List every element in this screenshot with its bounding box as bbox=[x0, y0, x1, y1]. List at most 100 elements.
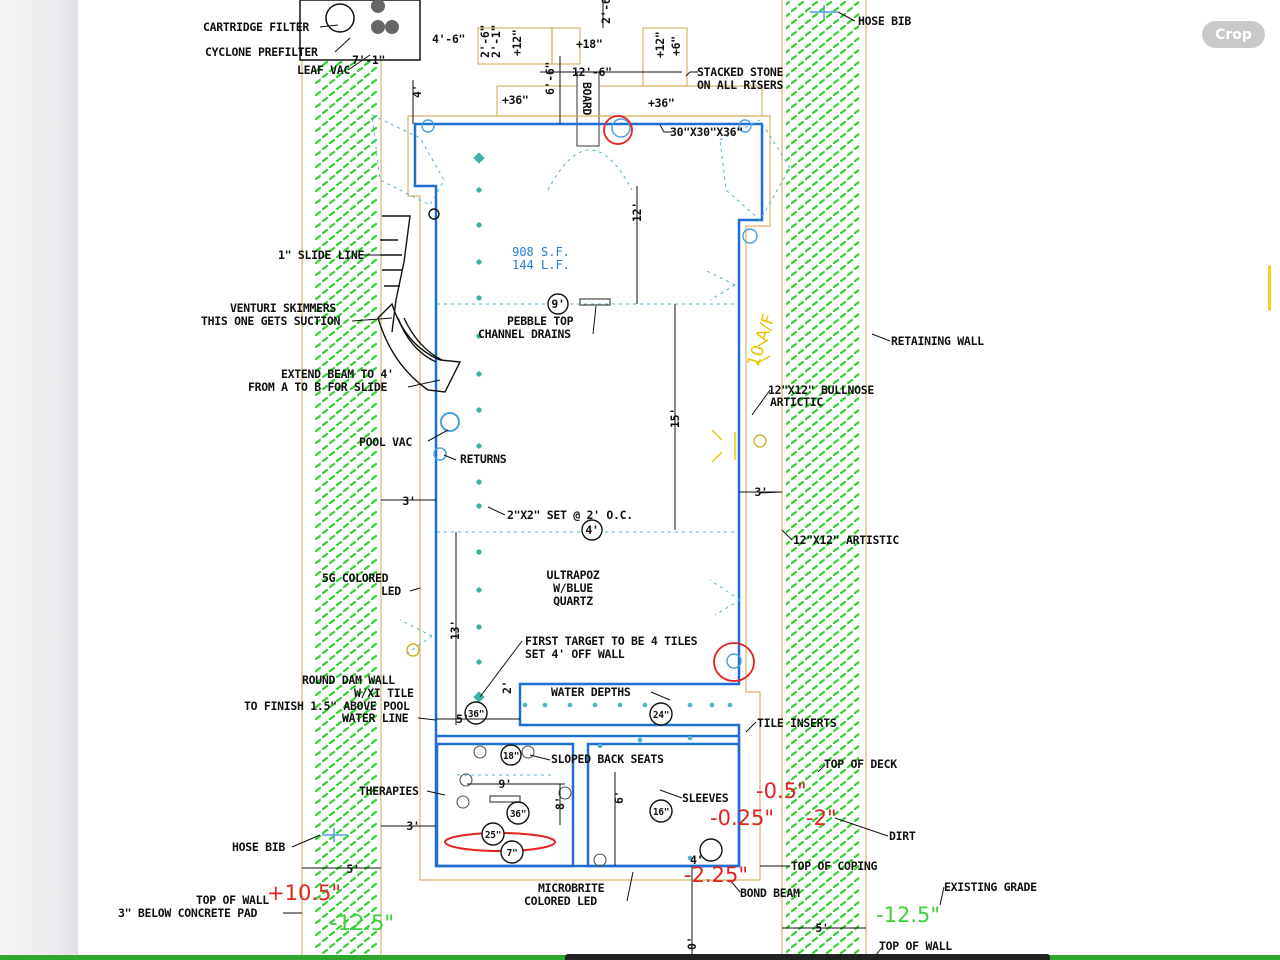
left-light-beam bbox=[371, 114, 445, 206]
dim-0: 0' bbox=[685, 937, 699, 950]
cyclone-symbol-3 bbox=[385, 20, 399, 34]
label-leaf-vac: LEAF VAC bbox=[297, 63, 350, 77]
label-cyclone-prefilter: CYCLONE PREFILTER bbox=[205, 45, 318, 59]
return-fitting bbox=[428, 208, 440, 220]
tile-markers bbox=[473, 152, 485, 703]
bottom-toolbar-edge bbox=[565, 954, 1050, 960]
sun-shelf-wall bbox=[586, 742, 741, 868]
label-venturi-2: THIS ONE GETS SUCTION bbox=[201, 314, 340, 328]
led-light-right bbox=[753, 434, 767, 448]
cartridge-filter-symbol bbox=[325, 3, 355, 33]
yellow-markup-strokes bbox=[711, 339, 771, 463]
scroll-handle[interactable] bbox=[1268, 265, 1271, 311]
label-returns: RETURNS bbox=[460, 452, 507, 466]
label-artistic: 12"X12" ARTISTIC bbox=[793, 533, 899, 547]
label-extend-1: EXTEND BEAM TO 4' bbox=[281, 367, 394, 381]
dim-7-1: 7'-1" bbox=[352, 53, 385, 67]
label-top-of-wall-right: TOP OF WALL bbox=[879, 939, 952, 953]
red-circle-markup-top bbox=[603, 115, 633, 145]
label-stacked-stone-2: ON ALL RISERS bbox=[697, 78, 783, 92]
dim-plus36-b: +36" bbox=[648, 96, 675, 110]
label-depth-18: 18" bbox=[503, 751, 519, 762]
led-light-left bbox=[406, 643, 420, 657]
label-cartridge-filter: CARTRIDGE FILTER bbox=[203, 20, 309, 34]
dim-6: 6' bbox=[612, 791, 626, 804]
label-existing-grade: EXISTING GRADE bbox=[944, 880, 1037, 894]
equipment-pad bbox=[299, 0, 421, 61]
label-top-of-deck: TOP OF DECK bbox=[824, 757, 897, 771]
drain-fitting-shelf bbox=[726, 653, 742, 669]
return-jet bbox=[433, 447, 447, 461]
label-stacked-stone-1: STACKED STONE bbox=[697, 65, 783, 79]
elev-red-neg05: -0.5" bbox=[756, 779, 807, 803]
light-rays-right bbox=[704, 269, 741, 616]
cyclone-symbol-2 bbox=[371, 20, 385, 34]
label-finish-1: ULTRAPOZ bbox=[547, 568, 600, 582]
dim-3-left: 3' bbox=[402, 494, 415, 508]
dim-4-6: 4'-6" bbox=[432, 32, 465, 46]
label-target-1: FIRST TARGET TO BE 4 TILES bbox=[525, 634, 698, 648]
dim-12-6: 12'-6" bbox=[572, 65, 612, 79]
label-pebble-2: CHANNEL DRAINS bbox=[478, 327, 571, 341]
label-tile-inserts: TILE INSERTS bbox=[757, 716, 837, 730]
label-bond-beam: BOND BEAM bbox=[740, 886, 800, 900]
elev-red-plus105: +10.5" bbox=[267, 881, 341, 905]
label-set-2x2: 2"X2" SET @ 2' O.C. bbox=[507, 508, 633, 522]
label-depth-36-b: 36" bbox=[510, 809, 526, 820]
cyclone-symbol-1 bbox=[371, 0, 385, 13]
dim-plus12-a: +12" bbox=[510, 30, 524, 57]
label-dam-3: TO FINISH 1.5" ABOVE POOL bbox=[244, 699, 410, 713]
label-dam-2: W/XI TILE bbox=[354, 686, 414, 700]
label-hose-bib-top: HOSE BIB bbox=[858, 14, 911, 28]
label-length-lf: 144 L.F. bbox=[512, 258, 570, 272]
spa-therapy-jets bbox=[456, 745, 607, 867]
crop-button[interactable]: Crop bbox=[1202, 21, 1265, 48]
dim-8: 8' bbox=[553, 797, 567, 810]
label-target-2: SET 4' OFF WALL bbox=[525, 647, 625, 661]
dim-13: 13' bbox=[448, 620, 462, 640]
dim-30x30x36: 30"X30"X36" bbox=[670, 125, 743, 139]
dim-2-6-top: 2'-6" bbox=[599, 0, 613, 24]
paper-sheet bbox=[80, 0, 1280, 960]
dim-9: 9' bbox=[498, 777, 511, 791]
label-hose-bib-bottom: HOSE BIB bbox=[232, 840, 285, 854]
raised-wall-step-2 bbox=[551, 27, 581, 65]
dim-plus12-b: +12" bbox=[653, 32, 667, 59]
elev-red-neg2: -2" bbox=[806, 806, 837, 830]
dim-4: 4' bbox=[410, 85, 424, 98]
dim-2-1: 2'-1" bbox=[489, 25, 503, 58]
leader-lines bbox=[283, 11, 945, 956]
dim-5: 5' bbox=[456, 712, 469, 726]
dim-4-spa: 4' bbox=[690, 853, 703, 867]
light-rays-left bbox=[399, 619, 433, 656]
label-depth-36-a: 36" bbox=[468, 709, 484, 720]
label-extend-2: FROM A TO B FOR SLIDE bbox=[248, 380, 387, 394]
label-venturi-1: VENTURI SKIMMERS bbox=[230, 301, 336, 315]
spa-jet-bar bbox=[489, 795, 521, 803]
dim-15: 15' bbox=[668, 408, 682, 428]
label-depth-25: 25" bbox=[485, 830, 501, 841]
dim-5-left: 5' bbox=[346, 862, 359, 876]
slide-symbol bbox=[377, 215, 462, 393]
label-top-of-coping: TOP OF COPING bbox=[791, 859, 877, 873]
label-board: BOARD bbox=[580, 82, 594, 115]
spa-wall bbox=[435, 742, 575, 868]
pool-vac-fitting bbox=[440, 412, 460, 432]
label-sleeves: SLEEVES bbox=[682, 791, 729, 805]
label-dirt: DIRT bbox=[889, 829, 916, 843]
coping-outline bbox=[407, 115, 771, 881]
dimension-lines bbox=[302, 0, 866, 960]
dim-3-right: 3' bbox=[754, 485, 767, 499]
elev-red-neg025: -0.25" bbox=[710, 806, 774, 830]
label-finish-3: QUARTZ bbox=[553, 594, 593, 608]
label-depth-16: 16" bbox=[653, 807, 669, 818]
label-finish-2: W/BLUE bbox=[553, 581, 593, 595]
pool-wall-outline bbox=[413, 122, 764, 868]
hose-bib-bottom-icon bbox=[322, 828, 348, 842]
label-slide-line: 1" SLIDE LINE bbox=[278, 248, 364, 262]
label-depth-9: 9' bbox=[551, 297, 564, 311]
label-therapies: THERAPIES bbox=[359, 784, 419, 798]
label-depth-7: 7" bbox=[507, 848, 518, 859]
pool-light-top-left bbox=[421, 119, 435, 133]
